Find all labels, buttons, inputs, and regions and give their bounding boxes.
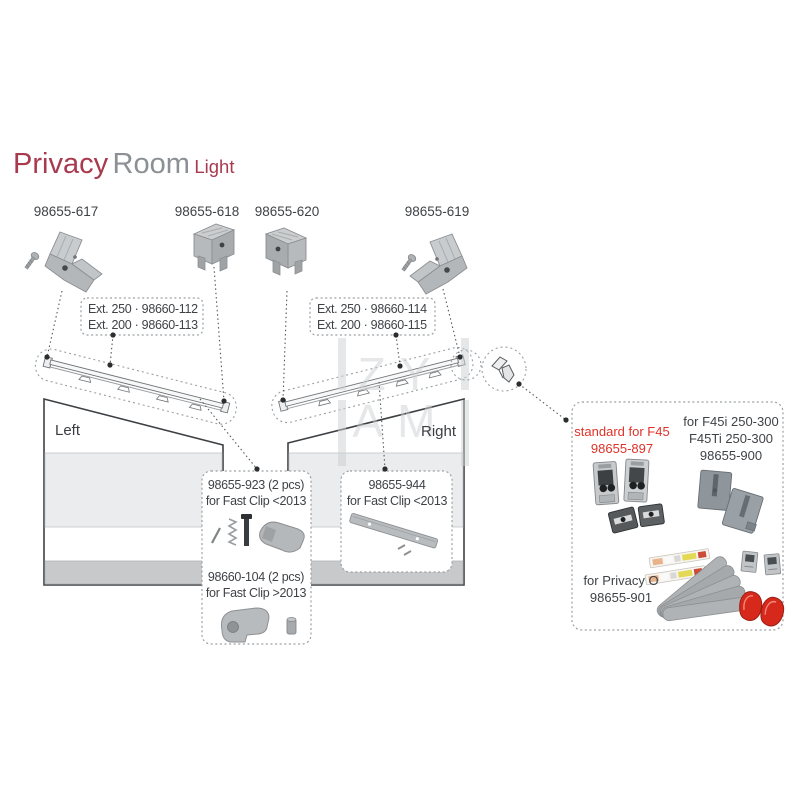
page-title: Privacy Room Light xyxy=(13,148,234,181)
screw-icon xyxy=(22,250,41,271)
bracket-617-graphic xyxy=(22,231,103,293)
rail-end-circle xyxy=(450,349,482,381)
part-label-98655-619: 98655-619 xyxy=(404,204,470,219)
title-light: Light xyxy=(194,156,235,177)
rafter-line2: for Fast Clip <2013 xyxy=(346,494,448,508)
ext-left-line2: Ext. 200 · 98660-113 xyxy=(88,318,198,332)
fastclip-box xyxy=(201,470,312,645)
kit-privacyo-line1: for Privacy O xyxy=(583,573,659,588)
screw-icon xyxy=(399,252,418,273)
fastclip-923-line1: 98655-923 (2 pcs) xyxy=(207,478,305,492)
left-panel xyxy=(43,397,224,586)
part-label-98655-618: 98655-618 xyxy=(174,204,240,219)
ext-box-right xyxy=(309,297,436,336)
fastclip-104-line1: 98660-104 (2 pcs) xyxy=(207,570,305,584)
ext-right-line1: Ext. 250 · 98660-114 xyxy=(317,302,427,316)
kit-f45i-line1: for F45i 250-300 xyxy=(683,414,779,429)
wall-bracket-circle xyxy=(481,346,527,392)
kit-privacyo-part: 98655-901 xyxy=(589,590,653,605)
bracket-619-graphic xyxy=(399,233,468,295)
kit-standard-line1: standard for F45 xyxy=(574,424,670,439)
kit-f45i-part: 98655-900 xyxy=(699,448,763,463)
panel-label-right: Right xyxy=(421,423,457,440)
kit-901-photo xyxy=(644,548,785,627)
ext-box-left xyxy=(80,297,204,336)
watermark-line2: AM xyxy=(353,395,450,447)
part-label-98655-620: 98655-620 xyxy=(254,204,320,219)
part-label-98655-617: 98655-617 xyxy=(33,204,99,219)
rafter-box xyxy=(340,470,453,573)
ext-left-line1: Ext. 250 · 98660-112 xyxy=(88,302,198,316)
ext-right-line2: Ext. 200 · 98660-115 xyxy=(317,318,427,332)
kit-f45i-line2: F45Ti 250-300 xyxy=(688,431,774,446)
fastclip-104-parts xyxy=(221,607,297,643)
title-privacy: Privacy xyxy=(13,148,109,180)
fastclip-923-line2: for Fast Clip <2013 xyxy=(205,494,307,508)
panel-label-left: Left xyxy=(55,422,81,439)
fastclip-923-parts xyxy=(211,514,305,553)
kit-900-photo xyxy=(697,469,764,534)
fastclip-104-line2: for Fast Clip >2013 xyxy=(205,586,307,600)
bracket-620-graphic xyxy=(265,227,307,276)
kit-standard-part: 98655-897 xyxy=(590,441,654,456)
kit-897-photo xyxy=(592,458,665,534)
watermark-line1: ZY xyxy=(358,348,445,400)
leader-dots xyxy=(44,332,569,472)
title-room: Room xyxy=(112,148,190,180)
watermark: ZY AM xyxy=(338,338,469,466)
fabric-strips xyxy=(656,556,749,622)
rafter-944-part xyxy=(349,513,439,556)
leader-lines xyxy=(46,266,567,470)
rafter-line1: 98655-944 xyxy=(368,478,426,492)
bracket-618-graphic xyxy=(193,223,235,272)
